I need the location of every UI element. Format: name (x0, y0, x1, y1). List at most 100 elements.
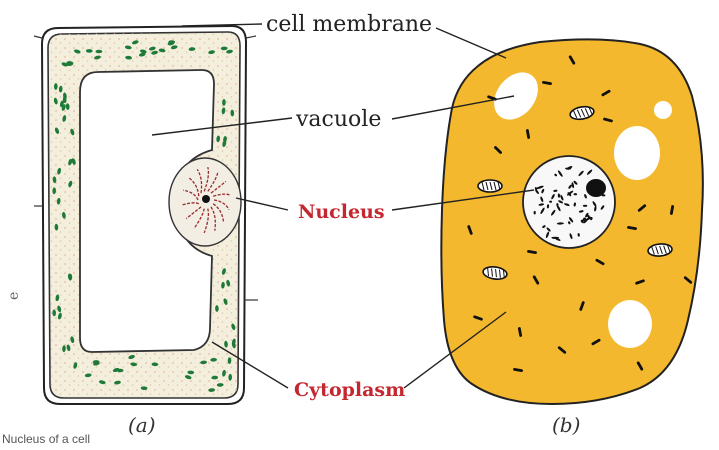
chromatin-strand (196, 168, 203, 194)
chloroplast (52, 309, 57, 317)
chloroplast (62, 115, 67, 122)
mitochondrion-crista (576, 109, 582, 118)
chloroplast (220, 46, 228, 51)
mitochondrion-crista (580, 108, 586, 117)
chromatin-strands (182, 166, 231, 234)
organelle-rod (635, 279, 645, 285)
mitochondrion-crista (663, 245, 667, 254)
chloroplast (184, 375, 192, 380)
chloroplast (68, 158, 73, 166)
chloroplast (222, 99, 226, 106)
chloroplast (208, 50, 215, 55)
chloroplast (227, 357, 232, 365)
chloroplast (128, 354, 135, 360)
caption-a: (a) (128, 413, 156, 437)
organelle-rod (591, 338, 601, 346)
chromatin-granule (550, 209, 556, 216)
chloroplast (61, 62, 69, 67)
mitochondrion-crista (481, 181, 485, 191)
margin-text: e (6, 292, 22, 300)
chloroplast (66, 62, 74, 66)
chromatin-granule (556, 222, 564, 225)
chloroplast (215, 305, 219, 312)
chloroplast (125, 55, 132, 60)
chloroplast (85, 49, 93, 53)
chromatin-granule (545, 231, 550, 239)
chloroplast (124, 45, 132, 50)
chromatin-granule (551, 193, 555, 200)
chromatin-strand (212, 203, 225, 223)
chloroplast (230, 109, 235, 117)
chromatin-granule (578, 170, 584, 177)
chloroplast (138, 52, 146, 57)
chromatin-granule (556, 204, 561, 212)
chloroplast (222, 369, 226, 377)
chromatin-granule (582, 204, 588, 207)
organelle-rod (568, 55, 576, 65)
chromatin-granule (573, 193, 578, 196)
chromatin-granule (568, 217, 574, 223)
chromatin-granule (573, 202, 576, 207)
chloroplast (151, 50, 158, 55)
chromatin-granule (563, 203, 570, 206)
chromatin-granule (557, 193, 561, 198)
chloroplast (188, 47, 196, 51)
leader-cytoplasm-b (403, 311, 507, 389)
chloroplast (140, 386, 148, 391)
chromatin-granule (569, 233, 573, 240)
chloroplast (62, 96, 67, 104)
chloroplast (62, 211, 66, 219)
chloroplast (211, 375, 219, 380)
chloroplast (73, 362, 78, 369)
chromatin-granule (590, 217, 593, 221)
chloroplast (170, 45, 178, 50)
plant-cell (33, 24, 258, 405)
organelle-rod (494, 146, 502, 154)
mitochondrion-crista (584, 108, 590, 117)
chromatin-granule (554, 173, 558, 177)
chromatin-granule (540, 196, 544, 203)
organelle-rod (627, 225, 637, 231)
vacuole-small (654, 101, 672, 119)
chromatin-granule (556, 203, 559, 207)
chromatin-granule (549, 200, 553, 203)
chloroplast (148, 46, 156, 51)
chromatin-strand (185, 206, 202, 220)
chloroplasts (52, 40, 236, 392)
vacuole-plant (79, 69, 215, 353)
chloroplast (216, 383, 224, 387)
vacuoles-animal (494, 72, 672, 348)
label-nucleus: Nucleus (298, 201, 385, 223)
organelle-rod (467, 225, 473, 235)
chromatin-granule (581, 217, 586, 222)
mitochondrion (482, 266, 508, 280)
leader-nucleus-b (391, 189, 535, 211)
mitochondrion-crista (485, 181, 489, 191)
leader-nucleus-a (235, 197, 289, 211)
organelle-rod (601, 89, 611, 97)
chloroplast (210, 357, 217, 362)
chloroplast (231, 341, 236, 349)
chloroplast (222, 140, 227, 148)
mitochondrion-crista (497, 181, 501, 191)
animal-cell (440, 38, 704, 406)
organelle-rod (525, 129, 531, 139)
vacuole-small (614, 126, 660, 180)
cell-wall-outer (40, 24, 248, 405)
mitochondrion-crista (499, 269, 501, 278)
nucleus-animal (522, 155, 616, 249)
organelle-rod (527, 249, 537, 255)
chromatin-granule (542, 225, 546, 229)
chloroplast (226, 49, 233, 54)
mitochondrion (647, 243, 673, 257)
organelle-rod (542, 80, 552, 86)
chloroplast (151, 362, 159, 367)
chloroplast (132, 40, 139, 45)
label-cell-membrane: cell membrane (266, 12, 432, 37)
chloroplast (70, 128, 75, 136)
chloroplast (66, 344, 71, 352)
chloroplast (56, 197, 61, 205)
leader-cytoplasm-a (211, 341, 289, 389)
chromatin-granule (557, 170, 563, 177)
